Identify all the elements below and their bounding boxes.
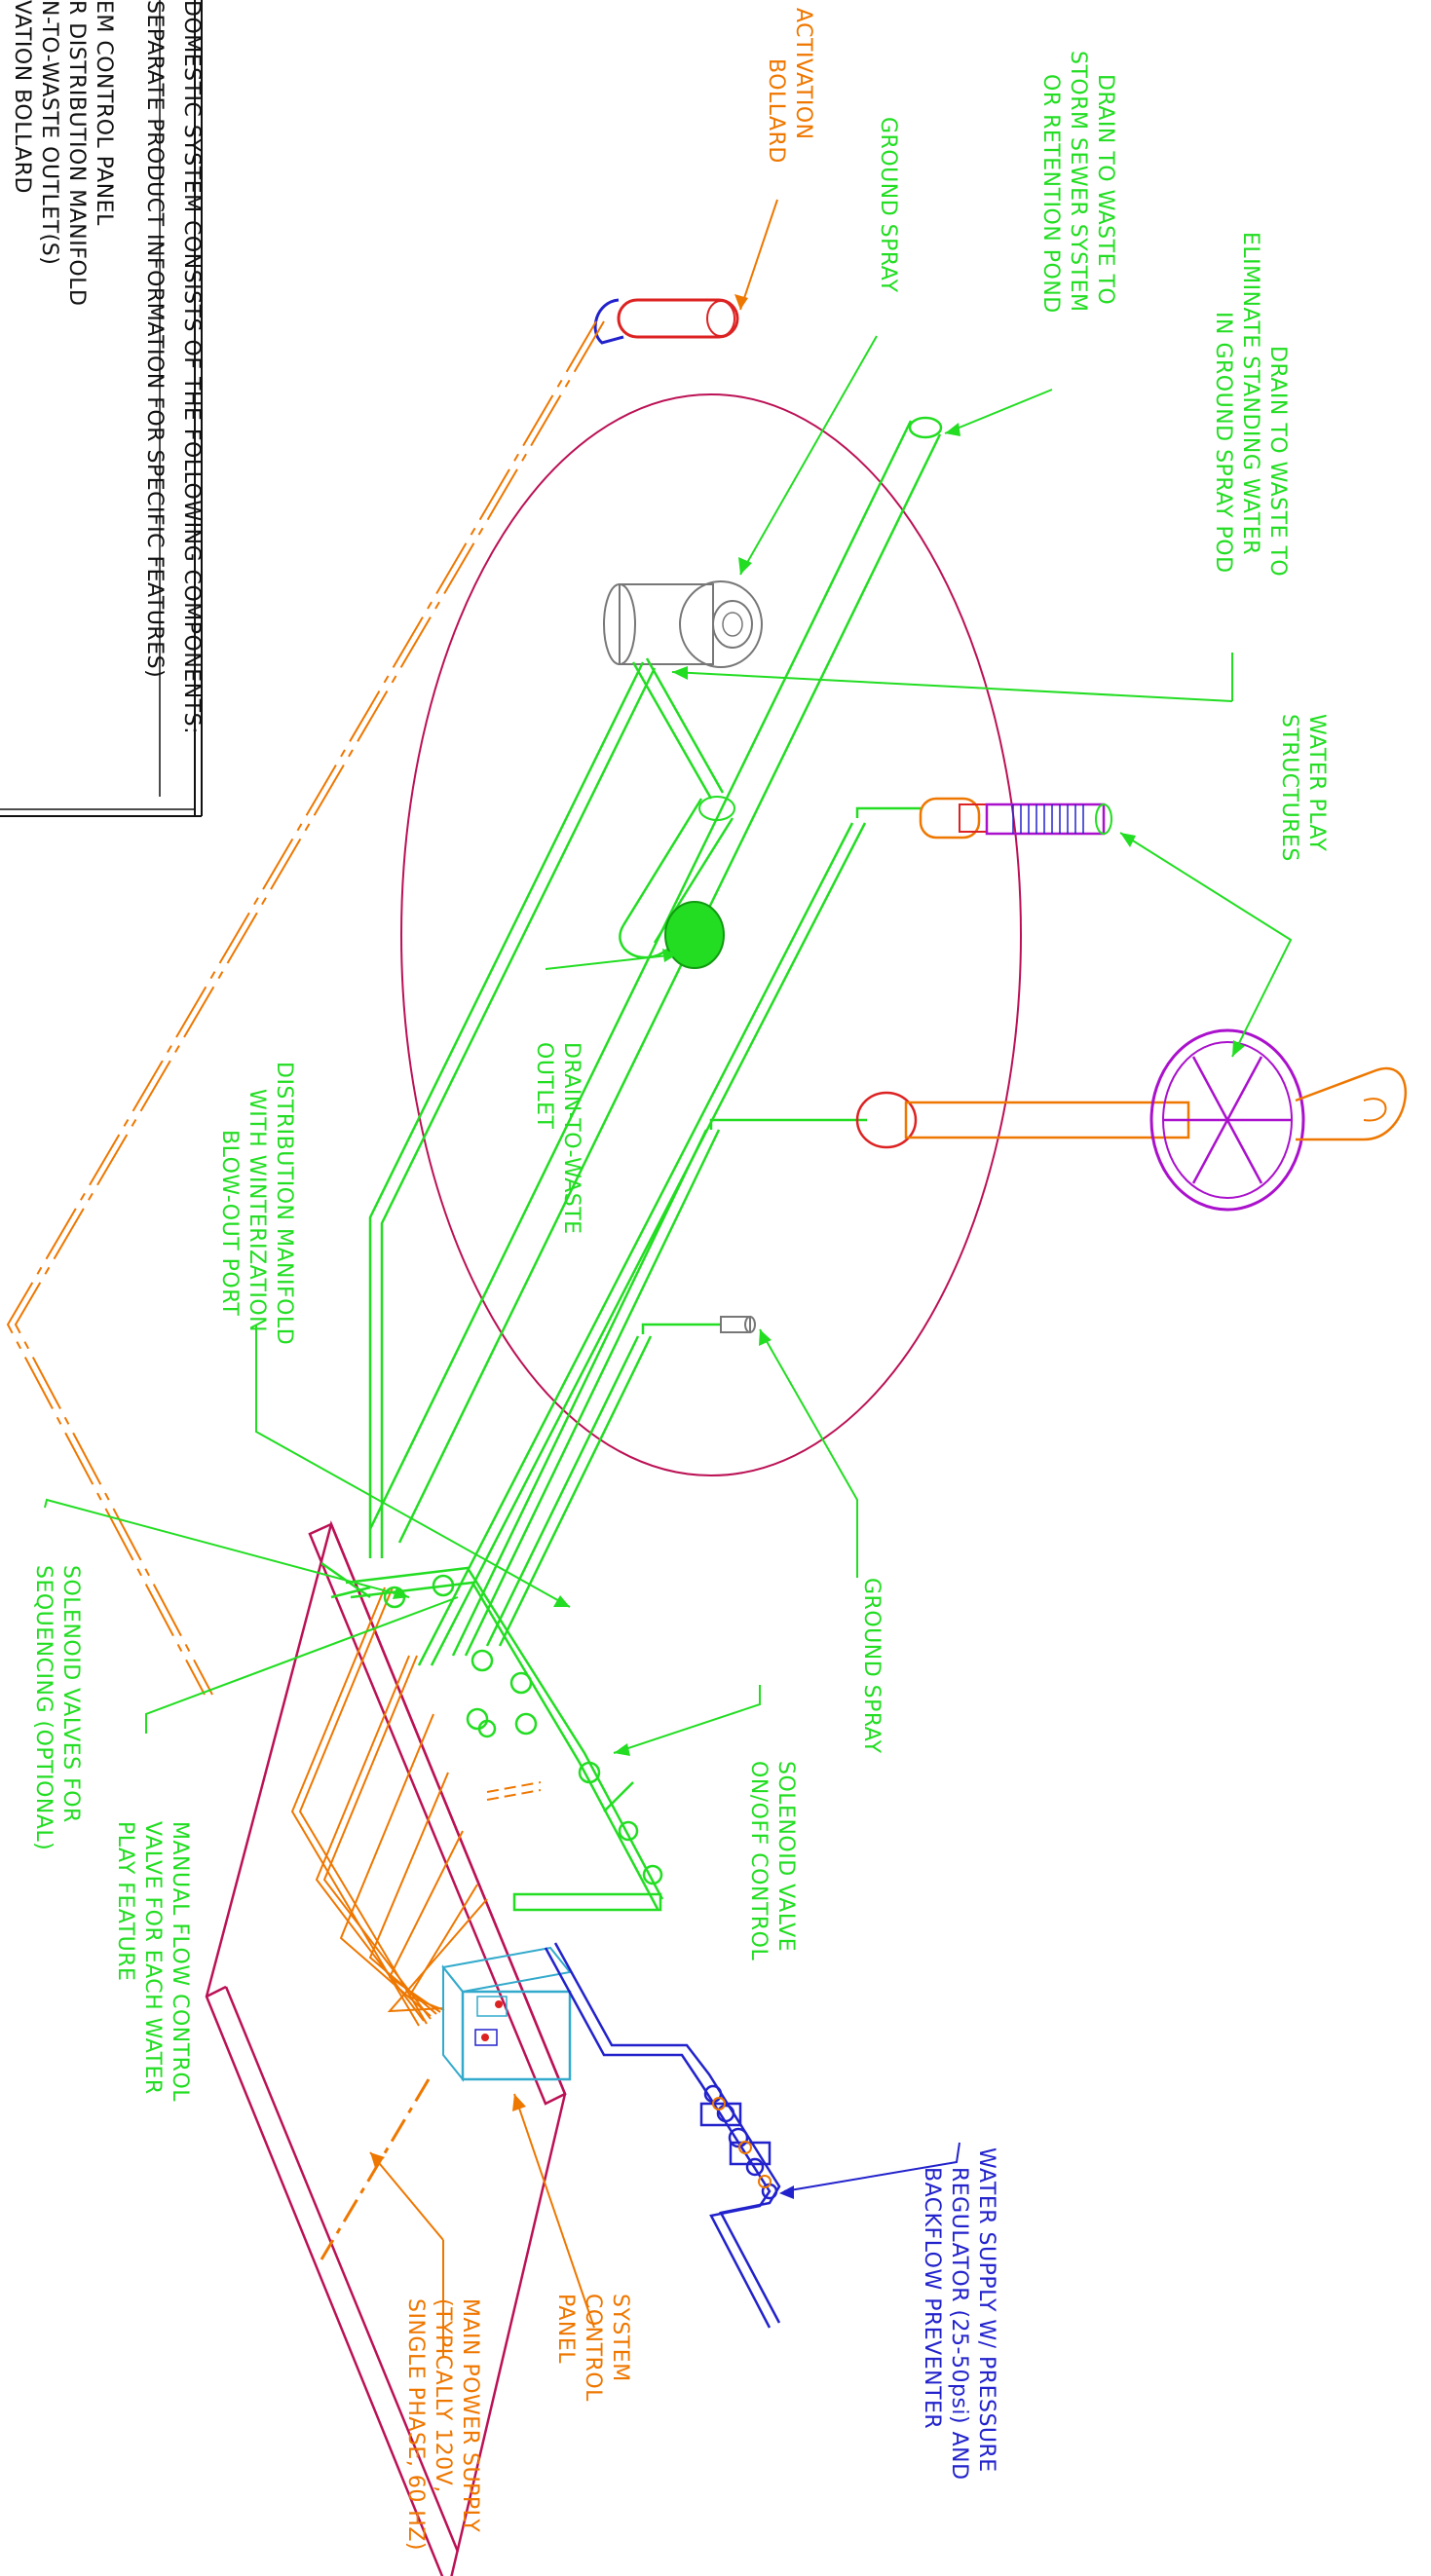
label-main-power-3: SINGLE PHASE, 60 HZ) bbox=[403, 2298, 428, 2551]
label-activation-bollard-1: ACTIVATION bbox=[791, 8, 815, 140]
label-drain-standing-1: DRAIN TO WASTE TO bbox=[1265, 346, 1290, 577]
main-power-line bbox=[320, 2078, 431, 2260]
label-water-supply-3: BACKFLOW PREVENTER bbox=[920, 2167, 944, 2429]
notes-line-6: VATION BOLLARD bbox=[10, 0, 34, 194]
drain-to-waste-outlet bbox=[619, 796, 735, 969]
label-system-panel: SYSTEM CONTROL PANEL bbox=[553, 2294, 632, 2402]
water-play-column bbox=[855, 797, 1112, 840]
manifold-slab bbox=[205, 1520, 567, 2576]
label-main-power-1: MAIN POWER SUPPLY bbox=[458, 2298, 482, 2532]
label-distribution-manifold-2: WITH WINTERIZATION bbox=[245, 1089, 269, 1332]
label-main-power-2: (TYPICALLY 120V, bbox=[431, 2298, 455, 2493]
label-drain-storm-2: STORM SEWER SYSTEM bbox=[1066, 51, 1090, 312]
activation-bollard bbox=[593, 199, 778, 345]
label-main-power: MAIN POWER SUPPLY (TYPICALLY 120V, SINGL… bbox=[403, 2298, 482, 2551]
label-distribution-manifold-1: DISTRIBUTION MANIFOLD bbox=[272, 1062, 296, 1345]
label-ground-spray-right: GROUND SPRAY bbox=[859, 1578, 884, 1754]
label-water-play-2: STRUCTURES bbox=[1277, 714, 1301, 862]
label-ground-spray-top-1: GROUND SPRAY bbox=[876, 117, 900, 293]
label-drain-outlet-1: DRAIN-TO-WASTE bbox=[559, 1042, 584, 1235]
label-solenoid-onoff-1: SOLENOID VALVE bbox=[773, 1761, 798, 1952]
backflow-preventer bbox=[712, 2097, 772, 2188]
label-manual-flow-2: VALVE FOR EACH WATER bbox=[140, 1821, 165, 2095]
distribution-manifold bbox=[320, 1561, 664, 1912]
label-drain-standing: DRAIN TO WASTE TO ELIMINATE STANDING WAT… bbox=[1211, 232, 1290, 577]
notes-line-3: EM CONTROL PANEL bbox=[92, 0, 116, 226]
spray-feed-pipe bbox=[368, 657, 725, 1558]
label-water-supply-2: REGULATOR (25-50psi) AND bbox=[947, 2167, 971, 2481]
label-system-panel-3: PANEL bbox=[553, 2294, 578, 2364]
label-distribution-manifold-3: BLOW-OUT PORT bbox=[217, 1130, 242, 1316]
label-drain-standing-2: ELIMINATE STANDING WATER bbox=[1238, 232, 1262, 555]
label-system-panel-1: SYSTEM bbox=[608, 2294, 632, 2382]
label-distribution-manifold: DISTRIBUTION MANIFOLD WITH WINTERIZATION… bbox=[217, 1062, 296, 1345]
label-water-supply: WATER SUPPLY W/ PRESSURE REGULATOR (25-5… bbox=[920, 2147, 998, 2481]
label-manual-flow: MANUAL FLOW CONTROL VALVE FOR EACH WATER… bbox=[113, 1821, 192, 2102]
label-activation-bollard: ACTIVATION BOLLARD bbox=[764, 8, 815, 164]
notes-line-5: N-TO-WASTE OUTLET(S) bbox=[37, 0, 61, 265]
label-drain-storm: DRAIN TO WASTE TO STORM SEWER SYSTEM OR … bbox=[1038, 51, 1117, 314]
label-water-play-1: WATER PLAY bbox=[1304, 714, 1329, 851]
label-solenoid-seq-1: SOLENOID VALVES FOR bbox=[58, 1565, 83, 1823]
spray-pod-boundary bbox=[400, 393, 1022, 1476]
label-drain-outlet-2: OUTLET bbox=[532, 1042, 556, 1130]
ground-spray-nozzle-top bbox=[603, 580, 763, 668]
label-drain-storm-1: DRAIN TO WASTE TO bbox=[1093, 74, 1117, 305]
system-control-panel bbox=[441, 1946, 572, 2082]
bollard-conduit bbox=[6, 320, 605, 1696]
label-manual-flow-1: MANUAL FLOW CONTROL bbox=[168, 1821, 192, 2102]
water-play-wheel bbox=[709, 1028, 1408, 1212]
label-ground-spray-top: GROUND SPRAY bbox=[876, 117, 900, 293]
ground-spray-nozzle-right bbox=[641, 1316, 756, 1334]
label-water-play: WATER PLAY STRUCTURES bbox=[1277, 714, 1329, 862]
label-activation-bollard-2: BOLLARD bbox=[764, 58, 788, 164]
label-ground-spray-right-1: GROUND SPRAY bbox=[859, 1578, 884, 1754]
water-supply-line bbox=[544, 1942, 781, 2329]
notes-line-1: DOMESTIC SYSTEM CONSISTS OF THE FOLLOWIN… bbox=[179, 0, 204, 734]
label-system-panel-2: CONTROL bbox=[581, 2294, 605, 2402]
label-solenoid-onoff: SOLENOID VALVE ON/OFF CONTROL bbox=[746, 1761, 798, 1960]
drain-pipe-storm bbox=[368, 416, 943, 1544]
label-solenoid-seq: SOLENOID VALVES FOR SEQUENCING (OPTIONAL… bbox=[31, 1565, 83, 1850]
label-water-supply-1: WATER SUPPLY W/ PRESSURE bbox=[974, 2147, 998, 2473]
feature-supply-lines bbox=[417, 822, 867, 1666]
label-solenoid-seq-2: SEQUENCING (OPTIONAL) bbox=[31, 1565, 56, 1850]
label-drain-standing-3: IN GROUND SPRAY POD bbox=[1211, 312, 1235, 574]
notes-line-4: R DISTRIBUTION MANIFOLD bbox=[64, 0, 89, 306]
label-drain-storm-3: OR RETENTION POND bbox=[1038, 74, 1063, 314]
control-wiring bbox=[290, 1587, 542, 2027]
notes-line-2: SEPARATE PRODUCT INFORMATION FOR SPECIFI… bbox=[142, 0, 167, 678]
label-manual-flow-3: PLAY FEATURE bbox=[113, 1821, 137, 1981]
notes-box: DOMESTIC SYSTEM CONSISTS OF THE FOLLOWIN… bbox=[0, 0, 204, 817]
label-drain-outlet: DRAIN-TO-WASTE OUTLET bbox=[532, 1042, 584, 1235]
label-solenoid-onoff-2: ON/OFF CONTROL bbox=[746, 1761, 771, 1960]
